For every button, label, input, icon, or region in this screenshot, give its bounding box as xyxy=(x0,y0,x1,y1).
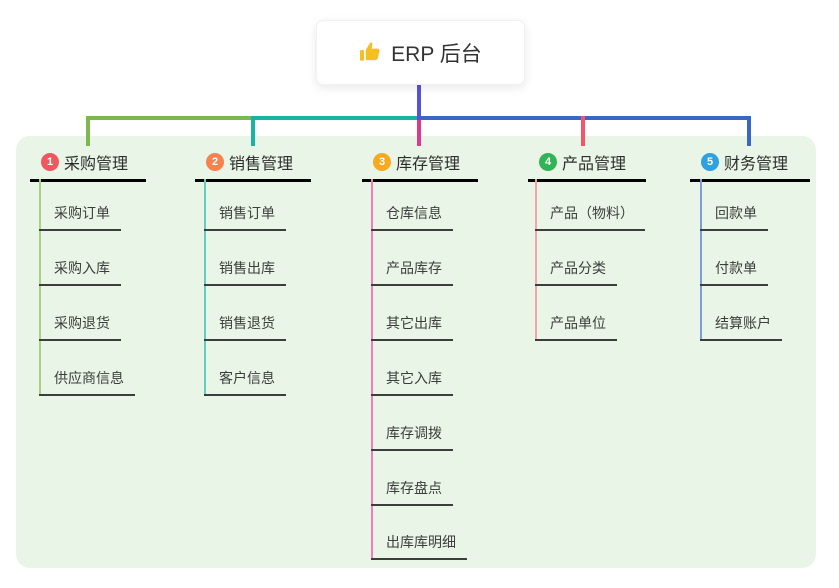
connector-bus-teal xyxy=(251,116,419,120)
root-node[interactable]: ERP 后台 xyxy=(316,20,525,85)
child-node[interactable]: 付款单 xyxy=(700,257,768,286)
child-node[interactable]: 采购订单 xyxy=(39,202,121,231)
child-node[interactable]: 客户信息 xyxy=(204,367,286,396)
child-node[interactable]: 库存调拨 xyxy=(371,422,453,451)
child-tree-line-product xyxy=(535,179,537,341)
branch-number-badge: 3 xyxy=(373,153,391,171)
branch-node-finance[interactable]: 5 财务管理 xyxy=(690,147,810,182)
connector-drop-finance xyxy=(747,116,751,146)
connector-drop-sales xyxy=(251,116,255,146)
child-node[interactable]: 其它出库 xyxy=(371,312,453,341)
child-node[interactable]: 结算账户 xyxy=(700,312,782,341)
branch-node-product[interactable]: 4 产品管理 xyxy=(528,147,646,182)
connector-drop-product xyxy=(581,116,585,146)
branch-label: 采购管理 xyxy=(64,156,129,173)
child-tree-line-purchase xyxy=(39,179,41,396)
branch-node-purchase[interactable]: 1 采购管理 xyxy=(30,147,146,182)
child-node[interactable]: 库存盘点 xyxy=(371,477,453,506)
child-node[interactable]: 销售订单 xyxy=(204,202,286,231)
child-node[interactable]: 供应商信息 xyxy=(39,367,135,396)
mindmap-background-panel xyxy=(16,136,816,568)
child-node[interactable]: 产品库存 xyxy=(371,257,453,286)
branch-number-badge: 2 xyxy=(206,153,224,171)
child-node[interactable]: 出库库明细 xyxy=(371,531,467,560)
branch-number-badge: 4 xyxy=(539,153,557,171)
child-node[interactable]: 产品分类 xyxy=(535,257,617,286)
connector-drop-inventory xyxy=(417,120,421,146)
branch-label: 库存管理 xyxy=(396,156,461,173)
branch-label: 财务管理 xyxy=(724,156,789,173)
root-node-label: ERP 后台 xyxy=(391,42,482,66)
child-tree-line-finance xyxy=(700,179,702,341)
child-node[interactable]: 产品单位 xyxy=(535,312,617,341)
branch-number-badge: 1 xyxy=(41,153,59,171)
child-tree-line-sales xyxy=(204,179,206,396)
branch-node-inventory[interactable]: 3 库存管理 xyxy=(362,147,478,182)
thumbs-up-icon xyxy=(359,41,382,64)
child-node[interactable]: 回款单 xyxy=(700,202,768,231)
child-node[interactable]: 产品（物料） xyxy=(535,202,645,231)
child-node[interactable]: 销售退货 xyxy=(204,312,286,341)
child-node[interactable]: 销售出库 xyxy=(204,257,286,286)
child-node[interactable]: 其它入库 xyxy=(371,367,453,396)
branch-node-sales[interactable]: 2 销售管理 xyxy=(195,147,311,182)
child-tree-line-inventory xyxy=(371,179,373,560)
child-node[interactable]: 采购入库 xyxy=(39,257,121,286)
connector-bus-green xyxy=(86,116,253,120)
branch-number-badge: 5 xyxy=(701,153,719,171)
child-node[interactable]: 仓库信息 xyxy=(371,202,453,231)
child-node[interactable]: 采购退货 xyxy=(39,312,121,341)
branch-label: 销售管理 xyxy=(229,156,294,173)
branch-label: 产品管理 xyxy=(562,156,627,173)
connector-root-line xyxy=(417,82,421,120)
connector-drop-purchase xyxy=(86,116,90,146)
